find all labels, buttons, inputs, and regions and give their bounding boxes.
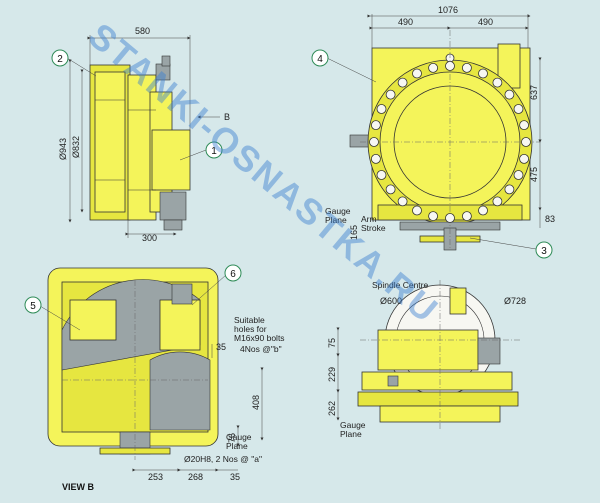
tool-pocket xyxy=(376,104,387,114)
dim-490-right: 490 xyxy=(478,17,493,27)
tool-pocket xyxy=(478,205,488,216)
dim-dia-728: Ø728 xyxy=(504,296,526,306)
dim-475: 475 xyxy=(529,167,539,182)
callout-2: 2 xyxy=(51,49,97,77)
tool-pocket xyxy=(461,211,472,222)
dim-408: 408 xyxy=(251,395,261,410)
tool-pocket xyxy=(370,153,381,164)
callout-1: 1 xyxy=(179,141,223,161)
tool-pocket xyxy=(504,89,515,100)
dim-253: 253 xyxy=(148,472,163,482)
tool-pocket xyxy=(492,77,503,88)
tool-pocket xyxy=(397,196,408,207)
tool-pocket xyxy=(445,61,455,71)
tool-pocket xyxy=(478,68,488,79)
tool-pocket xyxy=(376,170,387,180)
dim-268: 268 xyxy=(188,472,203,482)
callout-2-num: 2 xyxy=(57,54,63,65)
callout-3-num: 3 xyxy=(541,246,547,257)
spindle-centre-label: Spindle Centre xyxy=(372,280,429,290)
tool-pocket xyxy=(519,153,529,164)
callout-4-num: 4 xyxy=(317,54,323,65)
callout-5-num: 5 xyxy=(30,301,36,312)
callout-1-num: 1 xyxy=(211,146,217,157)
dim-dia-943: Ø943 xyxy=(58,138,68,160)
callout-4: 4 xyxy=(311,49,377,83)
tool-pocket xyxy=(445,213,455,223)
callout-3: 3 xyxy=(469,237,553,259)
tool-pocket xyxy=(370,120,381,130)
dim-dia-600: Ø600 xyxy=(380,296,402,306)
dim-490-left: 490 xyxy=(398,17,413,27)
tool-pocket xyxy=(369,137,379,147)
tool-pocket xyxy=(519,120,529,130)
tool-pocket xyxy=(428,63,439,73)
tool-pocket xyxy=(412,205,422,216)
dim-dia-832: Ø832 xyxy=(71,136,81,158)
view-b-label: VIEW B xyxy=(62,482,95,492)
tool-pocket xyxy=(385,184,396,195)
nos-b-note: 4Nos @"b" xyxy=(240,344,282,354)
bore-note: Ø20H8, 2 Nos @ "a" xyxy=(184,454,262,464)
tool-pocket xyxy=(428,211,439,222)
tool-pocket xyxy=(521,137,531,147)
dim-35-top: 35 xyxy=(216,342,226,352)
tool-pocket xyxy=(513,104,524,114)
tool-pocket xyxy=(492,196,503,207)
tool-pocket xyxy=(513,170,524,180)
dim-229: 229 xyxy=(327,367,337,382)
view-b-arrow-label: B xyxy=(224,112,230,122)
dim-75: 75 xyxy=(327,338,337,348)
side-view-top-left: 580 Ø943 Ø832 300 B xyxy=(58,26,230,243)
dim-165: 165 xyxy=(349,225,359,240)
dim-637: 637 xyxy=(529,85,539,100)
dim-580: 580 xyxy=(135,26,150,36)
tool-pocket xyxy=(412,68,422,79)
dim-1076: 1076 xyxy=(438,5,458,15)
tool-pocket xyxy=(397,77,408,88)
dim-300: 300 xyxy=(142,233,157,243)
tool-pocket xyxy=(461,63,472,73)
dim-76: 76 xyxy=(227,433,237,443)
dim-262: 262 xyxy=(327,401,337,416)
side-view-bottom-right: Spindle Centre Ø600 Ø728 75 229 262 Gaug… xyxy=(327,280,526,439)
tool-pocket xyxy=(385,89,396,100)
callout-6: 6 xyxy=(191,264,242,306)
dim-83: 83 xyxy=(545,214,555,224)
callout-6-num: 6 xyxy=(230,269,236,280)
dim-35-bottom: 35 xyxy=(230,472,240,482)
callout-5: 5 xyxy=(24,296,81,331)
tool-pocket xyxy=(504,184,515,195)
